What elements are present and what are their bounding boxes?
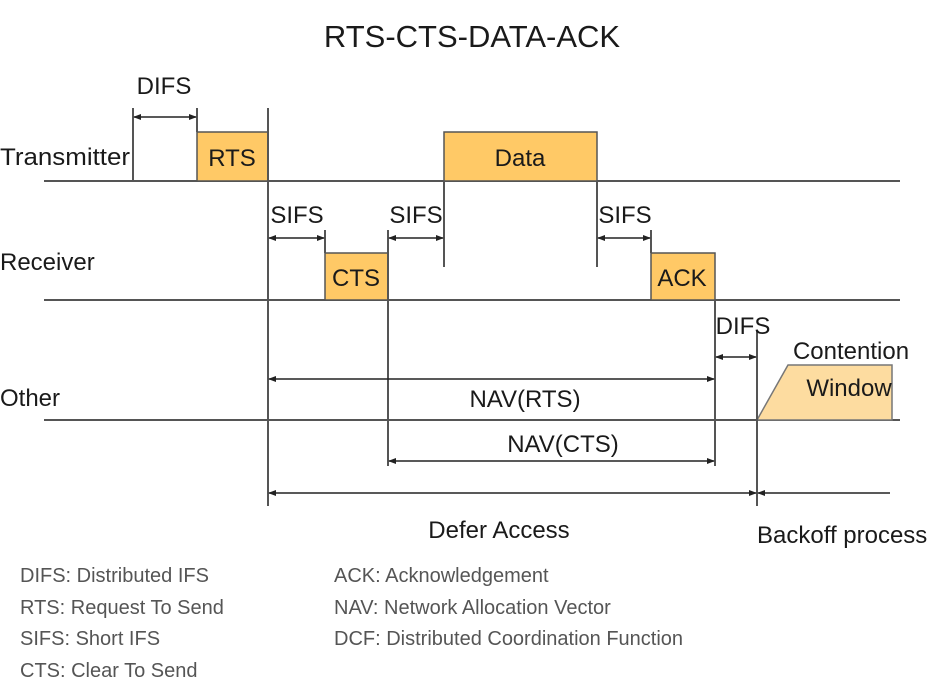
defer-access-label: Defer Access <box>428 517 569 544</box>
ack-frame <box>650 252 716 301</box>
contention-window-label-line1: Contention <box>793 338 909 365</box>
station-label-transmitter: Transmitter <box>0 144 130 171</box>
nav-cts-label: NAV(CTS) <box>507 431 619 458</box>
legend-item: ACK: Acknowledgement <box>334 565 549 587</box>
sifs-3-label: SIFS <box>598 202 651 229</box>
rts-frame <box>196 131 269 182</box>
legend-item: RTS: Request To Send <box>20 597 224 619</box>
data-frame <box>443 131 598 182</box>
data-frame-label: Data <box>495 145 546 172</box>
legend: DIFS: Distributed IFS RTS: Request To Se… <box>20 565 683 682</box>
legend-item: NAV: Network Allocation Vector <box>334 597 611 619</box>
legend-item: DCF: Distributed Coordination Function <box>334 628 683 650</box>
difs-other-label: DIFS <box>716 313 771 340</box>
ack-frame-label: ACK <box>657 265 706 292</box>
station-label-receiver: Receiver <box>0 249 95 276</box>
legend-item: SIFS: Short IFS <box>20 628 160 650</box>
legend-item: DIFS: Distributed IFS <box>20 565 209 587</box>
cts-frame-label: CTS <box>332 265 380 292</box>
legend-item: CTS: Clear To Send <box>20 660 198 682</box>
rts-frame-label: RTS <box>208 145 256 172</box>
contention-window-label-line2: Window <box>806 375 892 402</box>
nav-rts-label: NAV(RTS) <box>469 386 580 413</box>
sifs-1-label: SIFS <box>270 202 323 229</box>
station-label-other: Other <box>0 385 60 412</box>
contention-window-shape <box>755 364 893 421</box>
backoff-process-label: Backoff process <box>757 522 927 549</box>
difs-top-label: DIFS <box>137 73 192 100</box>
sifs-2-label: SIFS <box>389 202 442 229</box>
cts-frame <box>324 252 389 301</box>
diagram-title: RTS-CTS-DATA-ACK <box>324 19 621 54</box>
